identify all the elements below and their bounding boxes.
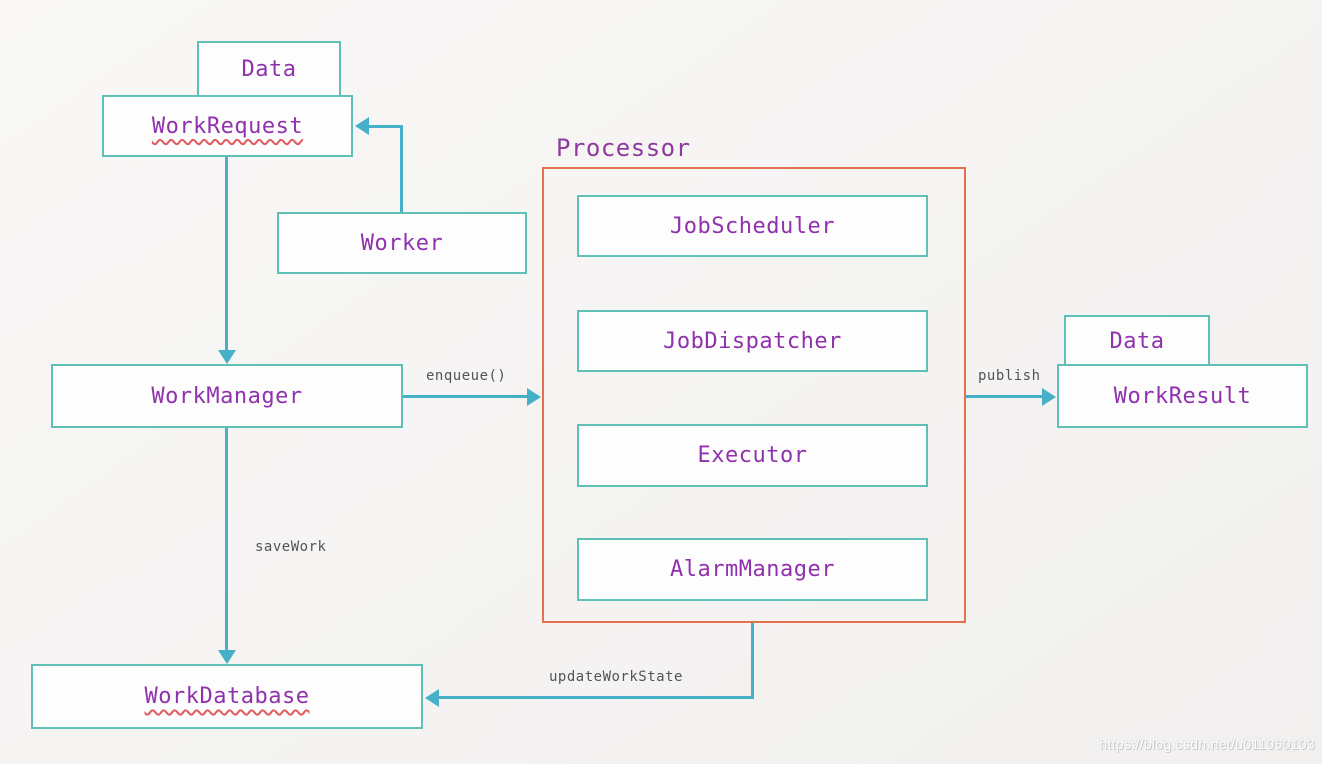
edge-processor-to-workdatabase-vertical	[751, 623, 754, 699]
node-workmanager-label: WorkManager	[151, 383, 303, 409]
csdn-watermark: https://blog.csdn.net/u011060103	[1099, 736, 1315, 752]
arrowhead-into-workresult	[1042, 388, 1056, 406]
edge-processor-to-workdatabase-horizontal	[437, 696, 754, 699]
node-workmanager: WorkManager	[51, 364, 403, 428]
node-workresult: WorkResult	[1057, 364, 1308, 428]
edge-label-updateworkstate: updateWorkState	[549, 669, 683, 685]
arrowhead-into-workrequest	[355, 117, 369, 135]
node-executor: Executor	[577, 424, 928, 487]
edge-processor-to-workresult	[966, 395, 1043, 398]
node-jobscheduler-label: JobScheduler	[670, 213, 835, 239]
node-workrequest-label: WorkRequest	[151, 113, 304, 139]
edge-worker-to-workrequest-vertical	[400, 126, 403, 212]
node-alarmmanager: AlarmManager	[577, 538, 928, 601]
edge-label-savework: saveWork	[255, 539, 327, 555]
processor-group-box	[542, 167, 966, 623]
processor-group-label: Processor	[556, 134, 691, 162]
edge-workmanager-to-workdatabase	[225, 428, 228, 650]
node-workdatabase-label: WorkDatabase	[144, 684, 310, 709]
node-jobdispatcher: JobDispatcher	[577, 310, 928, 372]
arrowhead-into-processor	[527, 388, 541, 406]
arrowhead-into-workdatabase-top	[218, 650, 236, 664]
edge-worker-to-workrequest-horizontal	[369, 125, 403, 128]
node-worker: Worker	[277, 212, 527, 274]
edge-workmanager-to-processor	[403, 395, 528, 398]
edge-label-enqueue: enqueue()	[426, 368, 507, 384]
node-worker-label: Worker	[360, 230, 444, 256]
node-executor-label: Executor	[697, 443, 808, 468]
node-data-output: Data	[1064, 315, 1210, 367]
node-data-output-label: Data	[1109, 328, 1165, 354]
edge-workrequest-to-workmanager	[225, 157, 228, 351]
node-alarmmanager-label: AlarmManager	[670, 557, 835, 582]
edge-label-publish: publish	[978, 368, 1041, 384]
node-workdatabase: WorkDatabase	[31, 664, 423, 729]
node-data-input-label: Data	[241, 56, 297, 82]
node-workrequest: WorkRequest	[102, 95, 353, 157]
node-jobscheduler: JobScheduler	[577, 195, 928, 257]
node-workresult-label: WorkResult	[1113, 383, 1252, 409]
arrowhead-into-workmanager	[218, 350, 236, 364]
arrowhead-into-workdatabase-right	[425, 689, 439, 707]
node-data-input: Data	[197, 41, 341, 97]
node-jobdispatcher-label: JobDispatcher	[663, 328, 842, 354]
